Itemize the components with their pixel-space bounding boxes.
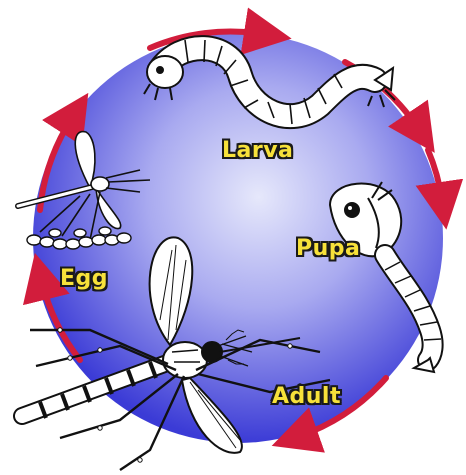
stage-label-pupa: Pupa [296, 236, 360, 261]
stage-label-egg: Egg [60, 266, 108, 291]
stage-label-larva: Larva [222, 138, 293, 163]
stage-label-adult: Adult [272, 384, 341, 409]
